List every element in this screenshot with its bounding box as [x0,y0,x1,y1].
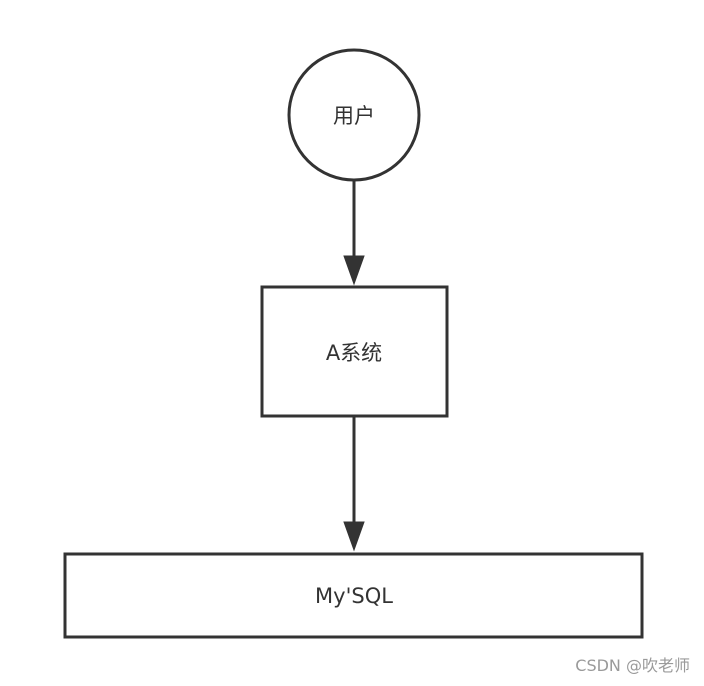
node-user[interactable]: 用户 [287,48,421,182]
edge-system-a-to-mysql [343,417,365,552]
mysql-box [63,552,644,639]
arrow-head-icon [343,255,365,286]
arrow-head-icon [343,521,365,552]
node-system-a-label: A系统 [326,341,382,365]
node-user-label: 用户 [333,104,375,128]
node-system-a[interactable]: A系统 [260,285,449,418]
system-a-box [260,285,449,418]
user-circle [287,48,421,182]
edge-user-to-system-a [343,180,365,286]
watermark: CSDN @吹老师 [575,656,690,675]
node-mysql[interactable]: My'SQL [63,552,644,639]
node-mysql-label: My'SQL [315,584,393,608]
